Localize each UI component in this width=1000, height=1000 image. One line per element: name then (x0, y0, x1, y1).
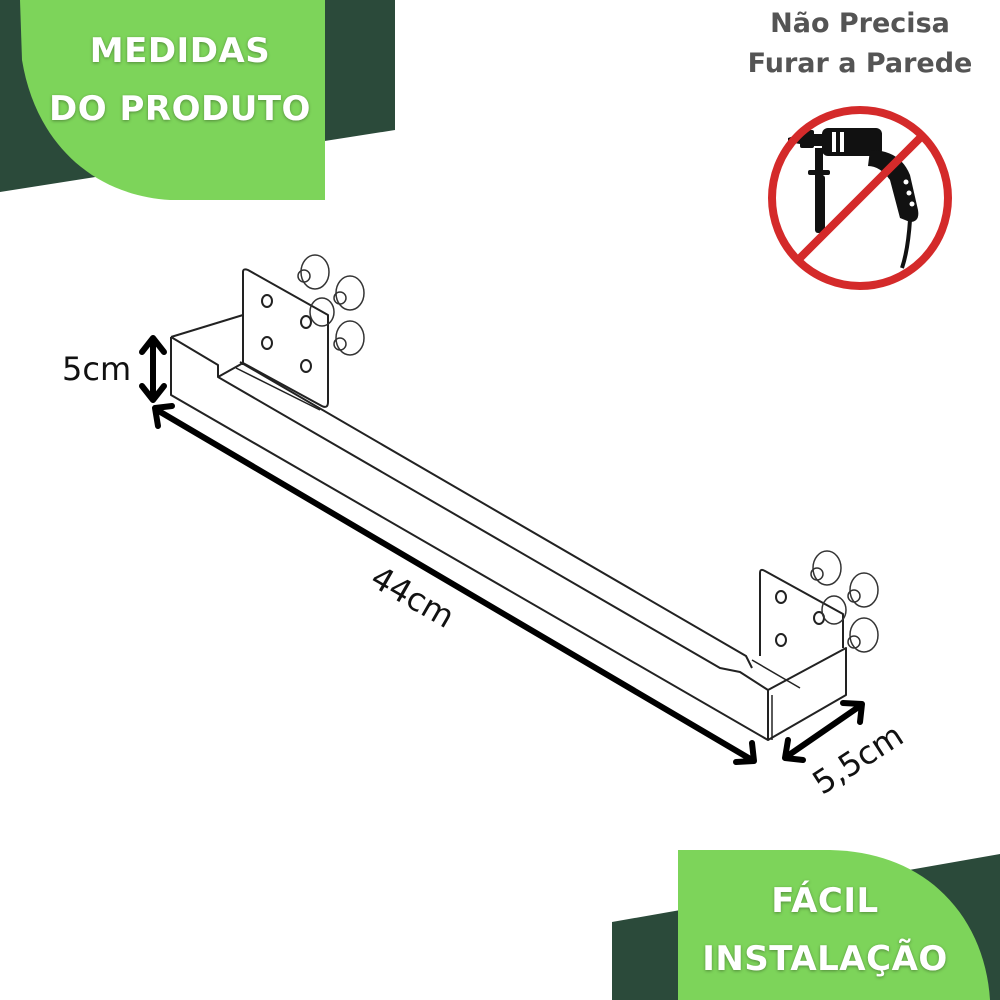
left-plate-hole (261, 294, 273, 308)
easy-install-line1: FÁCIL (771, 881, 879, 921)
drill-icon (788, 128, 919, 269)
height-dimension-label: 5cm (62, 350, 132, 388)
suction-cup-icon (297, 254, 330, 290)
suction-cup-icon (309, 297, 335, 327)
length-arrow (152, 403, 757, 765)
right-plate-hole (775, 590, 787, 604)
right-suction-cups (810, 550, 879, 653)
tray-front-face (170, 336, 769, 741)
bottom-right-background-shapes (612, 850, 1000, 1000)
no-drill-line1: Não Precisa (770, 8, 950, 39)
tray-inner-left-step (217, 362, 244, 378)
measurements-badge: MEDIDAS DO PRODUTO (30, 22, 330, 138)
height-arrow (139, 335, 167, 403)
light-green-blob (20, 0, 325, 200)
right-plate-hole (775, 633, 787, 647)
suction-cup-icon (333, 275, 365, 311)
tray-top-left-edge (170, 314, 244, 338)
tray-inner-back-edge (239, 361, 753, 669)
suction-cup-icon (821, 595, 847, 625)
suction-cup-icon (810, 550, 842, 586)
prohibit-circle (768, 106, 952, 290)
easy-install-line2: INSTALAÇÃO (702, 939, 948, 979)
right-mounting-plate (759, 568, 844, 656)
left-plate-hole (300, 359, 312, 373)
left-mounting-plate (242, 268, 329, 408)
left-plate-fold (235, 367, 321, 411)
left-plate-hole (261, 336, 273, 350)
top-left-background-shapes (0, 0, 395, 200)
prohibit-slash (795, 133, 925, 263)
no-drill-line2: Furar a Parede (747, 48, 973, 79)
left-suction-cups (297, 254, 365, 356)
suction-cup-icon (847, 617, 879, 653)
easy-install-badge: FÁCIL INSTALAÇÃO (680, 872, 970, 988)
right-plate-fold (751, 659, 801, 689)
left-plate-hole (300, 315, 312, 329)
measurements-badge-line2: DO PRODUTO (49, 89, 311, 129)
no-drill-icon (768, 106, 952, 290)
depth-arrow (782, 700, 865, 763)
measurements-badge-line1: MEDIDAS (89, 31, 271, 71)
no-drill-notice: Não Precisa Furar a Parede (720, 4, 1000, 84)
tray-right-end-face (767, 647, 847, 741)
suction-cup-icon (847, 572, 879, 608)
suction-cup-icon (333, 320, 365, 356)
light-green-blob (678, 850, 990, 1000)
